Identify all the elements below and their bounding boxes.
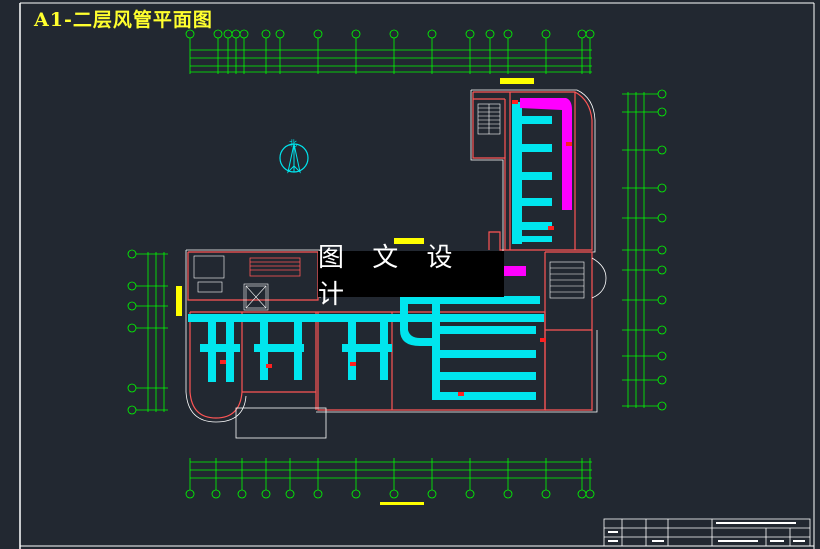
title-block-marks <box>608 522 805 542</box>
elevator-icon <box>243 283 269 311</box>
page-title: A1-二层风管平面图 <box>34 9 213 31</box>
watermark-label: 图 文 设 计 <box>318 243 504 310</box>
north-wing-walls <box>472 91 593 251</box>
main-duct-trunk <box>188 296 544 322</box>
bottom-dimension-lines <box>190 461 592 479</box>
main-exhaust-duct <box>500 266 526 276</box>
equipment-marker-icon <box>540 338 546 342</box>
equipment-markers <box>220 100 572 396</box>
top-axis-markers <box>185 29 595 74</box>
left-dimension-lines <box>147 252 165 412</box>
west-room-ducts <box>200 320 392 382</box>
stair-icon <box>477 103 501 135</box>
left-axis-markers <box>127 249 168 415</box>
east-stair <box>549 261 585 299</box>
equipment-marker-icon <box>220 360 226 364</box>
north-label: 北 <box>289 139 297 148</box>
north-wing-outline <box>470 89 596 253</box>
equipment-marker-icon <box>566 142 572 146</box>
bottom-axis-markers <box>185 458 595 499</box>
north-wing-exhaust-duct <box>520 98 572 210</box>
equipment-marker-icon <box>350 362 356 366</box>
top-dimension-lines <box>190 49 592 73</box>
equipment-marker-icon <box>266 364 272 368</box>
west-service-core <box>193 255 267 309</box>
north-arrow-icon <box>279 143 309 174</box>
title-block <box>603 518 811 547</box>
main-floor-walls <box>187 251 593 419</box>
north-wing-duct <box>512 102 552 244</box>
equipment-marker-icon <box>512 100 518 104</box>
equipment-marker-icon <box>548 226 554 230</box>
yellow-annotations <box>176 78 534 505</box>
north-stair-core <box>249 257 301 277</box>
equipment-marker-icon <box>458 392 464 396</box>
right-axis-markers <box>622 89 667 411</box>
east-room-ducts <box>400 300 536 400</box>
